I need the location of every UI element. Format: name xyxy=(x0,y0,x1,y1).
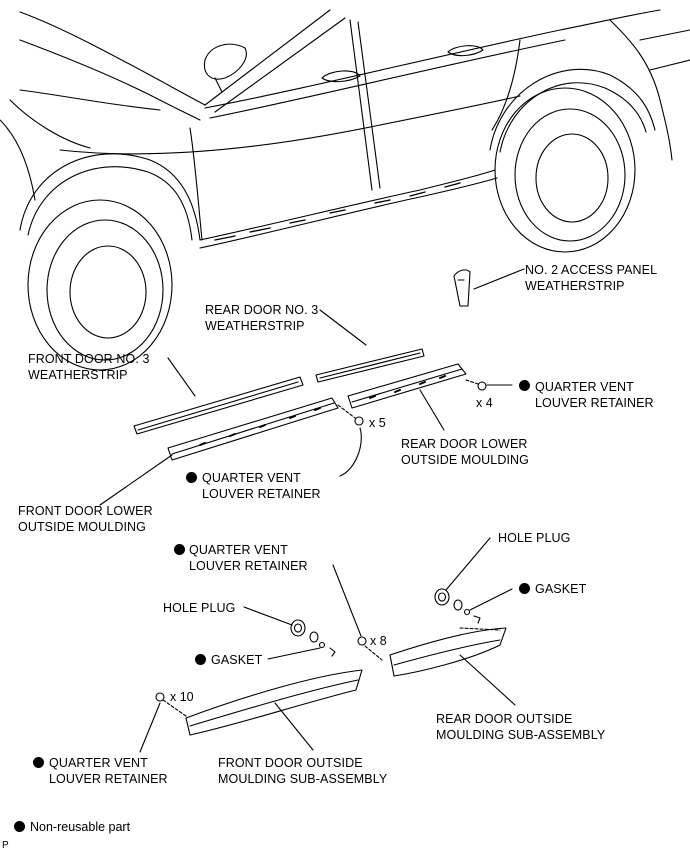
hole-plug-label: HOLE PLUG xyxy=(163,601,236,615)
no2-access-panel-weatherstrip-part xyxy=(453,269,471,307)
front-door-no3-weatherstrip-label: FRONT DOOR NO. 3 WEATHERSTRIP xyxy=(28,352,150,382)
leader-line xyxy=(267,647,321,660)
non-reusable-marker xyxy=(33,757,44,768)
rear-door-lower-outside-moulding-label: REAR DOOR LOWER OUTSIDE MOULDING xyxy=(401,437,529,467)
hole-plug-part xyxy=(290,619,306,637)
rear-door-no3-weatherstrip-label: REAR DOOR NO. 3 WEATHERSTRIP xyxy=(205,303,319,333)
leader-line xyxy=(167,357,196,397)
front-wheel xyxy=(27,199,173,371)
leader-line xyxy=(469,588,513,611)
leader-line xyxy=(459,654,516,706)
vehicle-body-outline xyxy=(0,9,690,249)
rear-door-outside-moulding-part xyxy=(389,627,507,677)
rear-door-lower-outside-moulding-part xyxy=(347,363,467,409)
leader-line xyxy=(332,564,362,637)
quarter-vent-louver-retainer-label: QUARTER VENT LOUVER RETAINER xyxy=(189,543,308,573)
gasket-label: GASKET xyxy=(535,582,587,596)
non-reusable-marker xyxy=(186,472,197,483)
leader-line xyxy=(99,454,173,506)
leader-line xyxy=(339,427,362,477)
leader-line xyxy=(473,268,525,290)
retainer-part xyxy=(337,404,364,426)
figure-code: P xyxy=(2,840,9,851)
quarter-vent-louver-retainer-label: QUARTER VENT LOUVER RETAINER xyxy=(535,380,654,410)
non-reusable-marker xyxy=(195,654,206,665)
hole-plug-part xyxy=(434,588,450,606)
rear-door-outside-moulding-sub-assembly-label: REAR DOOR OUTSIDE MOULDING SUB-ASSEMBLY xyxy=(436,712,606,742)
front-door-lower-outside-moulding-part xyxy=(167,397,339,461)
leader-line xyxy=(419,389,445,431)
gasket-part xyxy=(453,599,481,624)
gasket-part xyxy=(309,631,336,657)
non-reusable-marker xyxy=(519,380,530,391)
quantity-x8: x 8 xyxy=(370,634,387,648)
no2-access-panel-weatherstrip-label: NO. 2 ACCESS PANEL WEATHERSTRIP xyxy=(525,263,658,293)
non-reusable-marker xyxy=(174,544,185,555)
rear-door-no3-weatherstrip-part xyxy=(315,348,425,383)
leader-line xyxy=(445,537,491,591)
leader-line xyxy=(274,702,314,751)
legend: Non-reusable part xyxy=(14,820,130,834)
gasket-label: GASKET xyxy=(211,653,263,667)
non-reusable-legend-marker xyxy=(14,821,25,832)
retainer-part xyxy=(155,692,165,702)
front-door-lower-outside-moulding-label: FRONT DOOR LOWER OUTSIDE MOULDING xyxy=(18,504,153,534)
hole-plug-label: HOLE PLUG xyxy=(498,531,571,545)
quarter-vent-louver-retainer-label: QUARTER VENT LOUVER RETAINER xyxy=(49,756,168,786)
front-door-outside-moulding-sub-assembly-label: FRONT DOOR OUTSIDE MOULDING SUB-ASSEMBLY xyxy=(218,756,388,786)
leader-line xyxy=(139,702,161,753)
quantity-x5: x 5 xyxy=(369,416,386,430)
non-reusable-marker xyxy=(519,583,530,594)
leader-line xyxy=(319,309,367,346)
rear-wheel xyxy=(494,87,636,253)
quarter-vent-louver-retainer-label: QUARTER VENT LOUVER RETAINER xyxy=(202,471,321,501)
front-door-outside-moulding-part xyxy=(162,669,363,736)
legend-text: Non-reusable part xyxy=(30,820,131,834)
quantity-x4: x 4 xyxy=(476,396,493,410)
retainer-part xyxy=(465,379,487,391)
front-door-no3-weatherstrip-part xyxy=(133,376,304,435)
quantity-x10: x 10 xyxy=(170,690,194,704)
leader-line xyxy=(243,606,293,626)
retainer-part xyxy=(357,636,383,661)
